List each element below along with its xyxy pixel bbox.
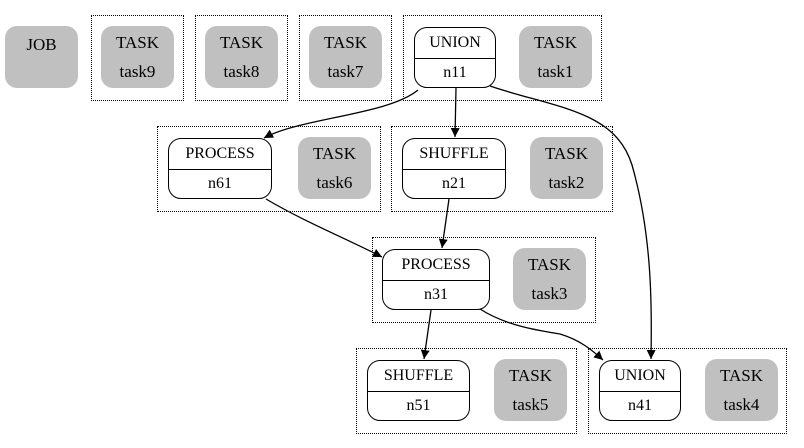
edge-n11-n61 bbox=[263, 89, 419, 139]
op-id-label: n41 bbox=[628, 397, 652, 414]
op-type-label: SHUFFLE bbox=[368, 361, 469, 392]
edge-n21-n31 bbox=[438, 198, 450, 249]
op-type-label: PROCESS bbox=[383, 250, 489, 281]
task-node-task5: TASK task5 bbox=[494, 359, 567, 421]
cluster-task2 bbox=[391, 126, 613, 212]
task-id-label: task2 bbox=[548, 173, 585, 192]
op-node-n61: PROCESS n61 bbox=[168, 138, 272, 199]
task-node-task8: TASK task8 bbox=[205, 26, 278, 88]
task-id-label: task3 bbox=[531, 284, 568, 303]
task-id-label: task7 bbox=[327, 62, 364, 81]
op-type-label: UNION bbox=[600, 361, 680, 392]
task-type-label: TASK bbox=[323, 33, 368, 52]
op-node-n41: UNION n41 bbox=[599, 360, 681, 421]
op-id-label: n51 bbox=[406, 397, 431, 414]
task-type-label: TASK bbox=[544, 144, 589, 163]
op-id-label: n21 bbox=[442, 175, 466, 192]
job-label: JOB bbox=[26, 35, 57, 54]
op-id-label: n31 bbox=[424, 286, 448, 303]
task-node-task6: TASK task6 bbox=[298, 137, 371, 199]
task-type-label: TASK bbox=[219, 33, 264, 52]
cluster-task4 bbox=[588, 348, 787, 434]
edge-n31-n41 bbox=[479, 308, 604, 361]
task-node-task9: TASK task9 bbox=[101, 26, 174, 88]
task-type-label: TASK bbox=[533, 33, 578, 52]
task-node-task3: TASK task3 bbox=[513, 248, 586, 310]
cluster-task5 bbox=[356, 348, 577, 434]
cluster-task3 bbox=[372, 237, 596, 323]
op-node-n21: SHUFFLE n21 bbox=[402, 138, 506, 199]
op-node-n51: SHUFFLE n51 bbox=[367, 360, 470, 421]
op-type-label: PROCESS bbox=[169, 139, 271, 170]
job-legend-node: JOB bbox=[5, 26, 78, 88]
task-node-task1: TASK task1 bbox=[519, 26, 592, 88]
op-type-label: UNION bbox=[415, 28, 495, 59]
op-id-label: n61 bbox=[208, 175, 232, 192]
task-type-label: TASK bbox=[115, 33, 160, 52]
task-id-label: task9 bbox=[119, 62, 156, 81]
op-node-n31: PROCESS n31 bbox=[382, 249, 490, 310]
task-node-task4: TASK task4 bbox=[705, 359, 778, 421]
op-id-label: n11 bbox=[443, 64, 467, 81]
cluster-task9 bbox=[91, 15, 184, 101]
edge-n11-n21 bbox=[450, 87, 460, 138]
op-node-n11: UNION n11 bbox=[414, 27, 496, 88]
task-id-label: task1 bbox=[537, 62, 574, 81]
task-id-label: task8 bbox=[223, 62, 260, 81]
task-id-label: task5 bbox=[512, 395, 549, 414]
task-node-task2: TASK task2 bbox=[530, 137, 603, 199]
cluster-task8 bbox=[195, 15, 288, 101]
task-id-label: task6 bbox=[316, 173, 353, 192]
edge-n31-n51 bbox=[420, 309, 432, 360]
cluster-task1 bbox=[403, 15, 602, 101]
cluster-task6 bbox=[157, 126, 381, 212]
task-id-label: task4 bbox=[723, 395, 760, 414]
cluster-task7 bbox=[299, 15, 392, 101]
task-type-label: TASK bbox=[508, 366, 553, 385]
task-type-label: TASK bbox=[312, 144, 357, 163]
task-node-task7: TASK task7 bbox=[309, 26, 382, 88]
task-type-label: TASK bbox=[527, 255, 572, 274]
edge-n61-n31 bbox=[265, 198, 383, 258]
task-type-label: TASK bbox=[719, 366, 764, 385]
edge-n11-n41 bbox=[489, 85, 656, 360]
op-type-label: SHUFFLE bbox=[403, 139, 505, 170]
